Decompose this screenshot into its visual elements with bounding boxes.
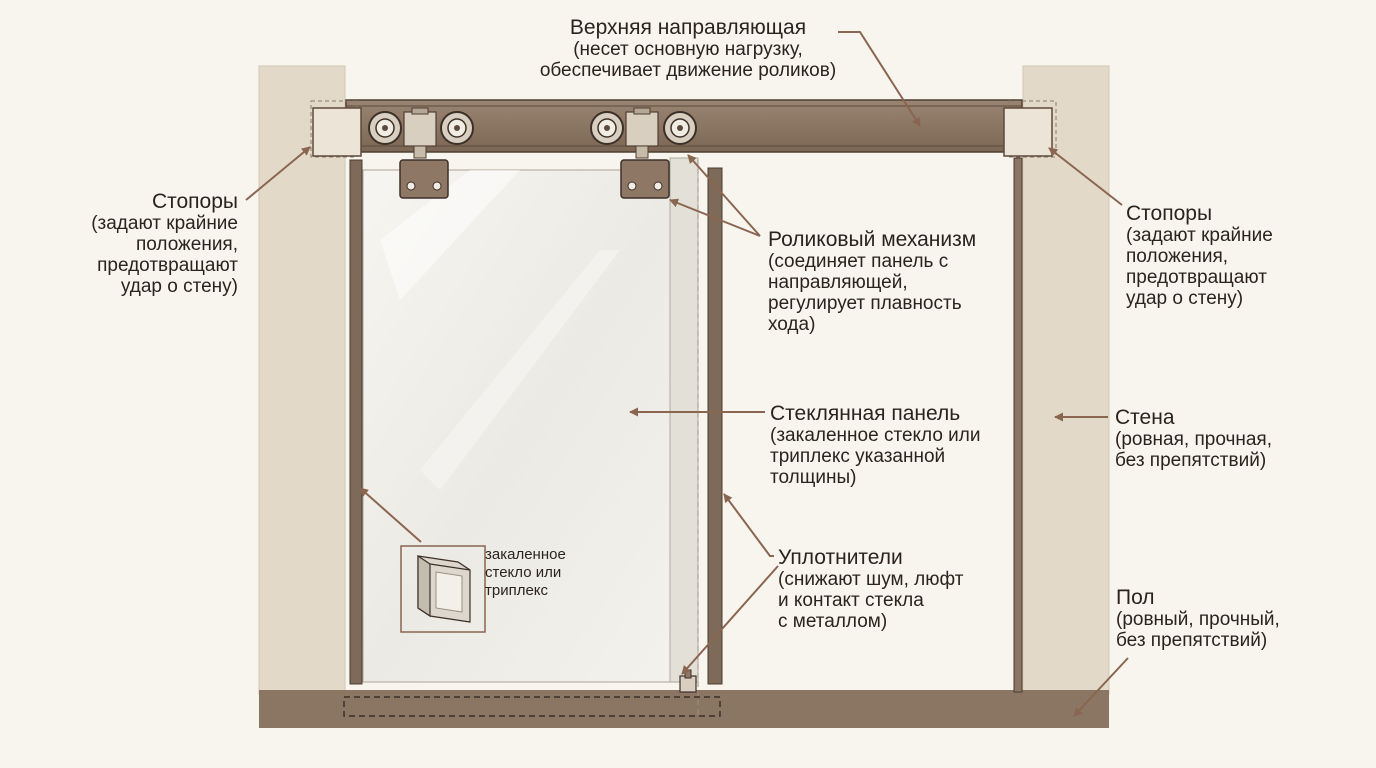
label-seals-line: и контакт стекла	[778, 590, 924, 611]
label-seals: Уплотнители (снижают шум, люфт и контакт…	[778, 546, 1018, 632]
glass-reflection	[380, 170, 520, 300]
label-floor: Пол (ровный, прочный, без препятствий)	[1116, 586, 1316, 651]
label-seals-line: с металлом)	[778, 611, 888, 632]
label-stoppers-right: Стопоры (задают крайние положения, предо…	[1126, 202, 1326, 309]
label-seals-line: (снижают шум, люфт	[778, 569, 964, 590]
label-floor-line: (ровный, прочный,	[1116, 609, 1280, 630]
glass-edge-strip	[669, 157, 699, 683]
label-glass-panel-line: толщины)	[770, 467, 857, 488]
label-stoppers-left-line: предотвращают	[97, 255, 238, 276]
label-stoppers-left-title: Стопоры	[151, 190, 238, 213]
label-glass-panel: Стеклянная панель (закаленное стекло или…	[770, 402, 1020, 488]
roller-carriage-left	[368, 107, 474, 199]
label-wall-line: (ровная, прочная,	[1115, 429, 1272, 450]
label-floor-title: Пол	[1116, 586, 1155, 609]
stopper-right-dashed	[1007, 100, 1057, 158]
label-top-rail-line: обеспечивает движение роликов)	[539, 60, 837, 81]
arrow-seals-bottom	[681, 565, 779, 675]
glass-sample-box	[400, 545, 486, 633]
label-stoppers-right-line: предотвращают	[1126, 267, 1267, 288]
label-wall-title: Стена	[1115, 406, 1175, 429]
label-glass-sample-line: стекло или	[485, 564, 562, 581]
arrow-seals-right	[723, 493, 774, 557]
seal-right	[707, 167, 723, 685]
stopper-left	[312, 107, 362, 157]
label-roller-title: Роликовый механизм	[768, 228, 977, 251]
label-stoppers-left-line: положения,	[135, 234, 238, 255]
label-stoppers-left: Стопоры (задают крайние положения, предо…	[40, 190, 238, 297]
wall-left	[258, 65, 346, 695]
label-top-rail: Верхняя направляющая (несет основную наг…	[498, 16, 878, 81]
label-roller-line: (соединяет панель с	[768, 251, 949, 272]
label-glass-sample-line: триплекс	[485, 582, 549, 599]
label-seals-title: Уплотнители	[778, 546, 903, 569]
frame-post-right	[1013, 157, 1023, 693]
label-stoppers-right-title: Стопоры	[1126, 202, 1213, 225]
label-glass-panel-line: триплекс указанной	[770, 446, 946, 467]
label-glass-panel-title: Стеклянная панель	[770, 402, 961, 425]
arrow-top-rail	[838, 31, 921, 127]
label-roller-line: хода)	[768, 314, 816, 335]
roller-carriage-right	[590, 107, 697, 199]
floor-guide-pin	[684, 669, 692, 679]
label-stoppers-left-line: (задают крайние	[91, 213, 238, 234]
label-floor-line: без препятствий)	[1116, 630, 1268, 651]
label-stoppers-left-line: удар о стену)	[120, 276, 238, 297]
arrow-roller-top	[687, 154, 761, 237]
label-glass-sample-line: закаленное	[485, 546, 566, 563]
label-top-rail-title: Верхняя направляющая	[569, 16, 807, 39]
wall-right	[1022, 65, 1110, 695]
glass-reflection-2	[420, 250, 620, 490]
label-glass-sample: закаленное стекло или триплекс	[485, 546, 595, 600]
stopper-right	[1003, 107, 1053, 157]
glass-sample-icon	[417, 554, 471, 623]
leader-arrows	[245, 31, 1129, 717]
label-roller: Роликовый механизм (соединяет панель с н…	[768, 228, 1028, 335]
arrow-seal-left	[359, 487, 422, 543]
arrow-stopper-right	[1048, 147, 1123, 206]
label-wall-line: без препятствий)	[1115, 450, 1267, 471]
floor-slab	[259, 690, 1109, 728]
arrow-stopper-left	[245, 146, 311, 201]
label-stoppers-right-line: (задают крайние	[1126, 225, 1273, 246]
label-wall: Стена (ровная, прочная, без препятствий)	[1115, 406, 1315, 471]
floor-guide-outline	[343, 696, 721, 717]
label-roller-line: регулирует плавность	[768, 293, 962, 314]
arrow-roller-bottom	[669, 198, 761, 237]
label-roller-line: направляющей,	[768, 272, 908, 293]
label-glass-panel-line: (закаленное стекло или	[770, 425, 981, 446]
label-stoppers-right-line: положения,	[1126, 246, 1229, 267]
arrow-floor	[1073, 657, 1129, 717]
label-top-rail-line: (несет основную нагрузку,	[573, 39, 803, 60]
label-stoppers-right-line: удар о стену)	[1126, 288, 1244, 309]
seal-left	[349, 159, 363, 685]
